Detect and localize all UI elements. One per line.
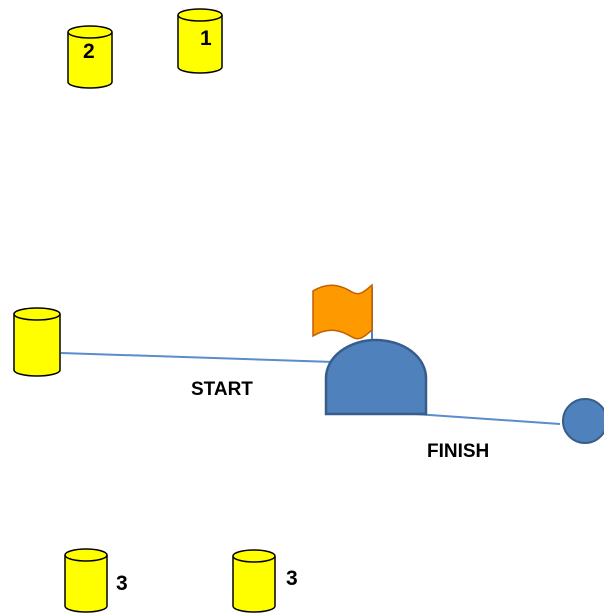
barrel-icon <box>67 25 113 89</box>
barrel-icon <box>232 549 276 613</box>
flag-icon <box>312 283 373 342</box>
barrel-icon <box>64 548 108 613</box>
circle-marker-icon <box>562 398 604 444</box>
barrel-number: 3 <box>286 567 298 590</box>
barrel-3a: 3 <box>64 548 128 613</box>
start-label: START <box>191 379 253 400</box>
finish-label: FINISH <box>427 441 489 462</box>
barrel-2: 2 <box>67 25 113 89</box>
barrel-1: 1 <box>177 8 223 74</box>
start-line <box>60 352 335 363</box>
barrel-number: 2 <box>83 40 95 63</box>
barrel-number: 1 <box>200 27 212 50</box>
barrel-number: 3 <box>116 572 128 595</box>
barrel-icon <box>13 307 61 377</box>
dome-tent-icon <box>324 338 428 416</box>
finish-line <box>414 413 561 425</box>
barrel-3b: 3 <box>232 549 298 613</box>
barrel-icon <box>177 8 223 74</box>
barrel-start <box>13 307 61 377</box>
